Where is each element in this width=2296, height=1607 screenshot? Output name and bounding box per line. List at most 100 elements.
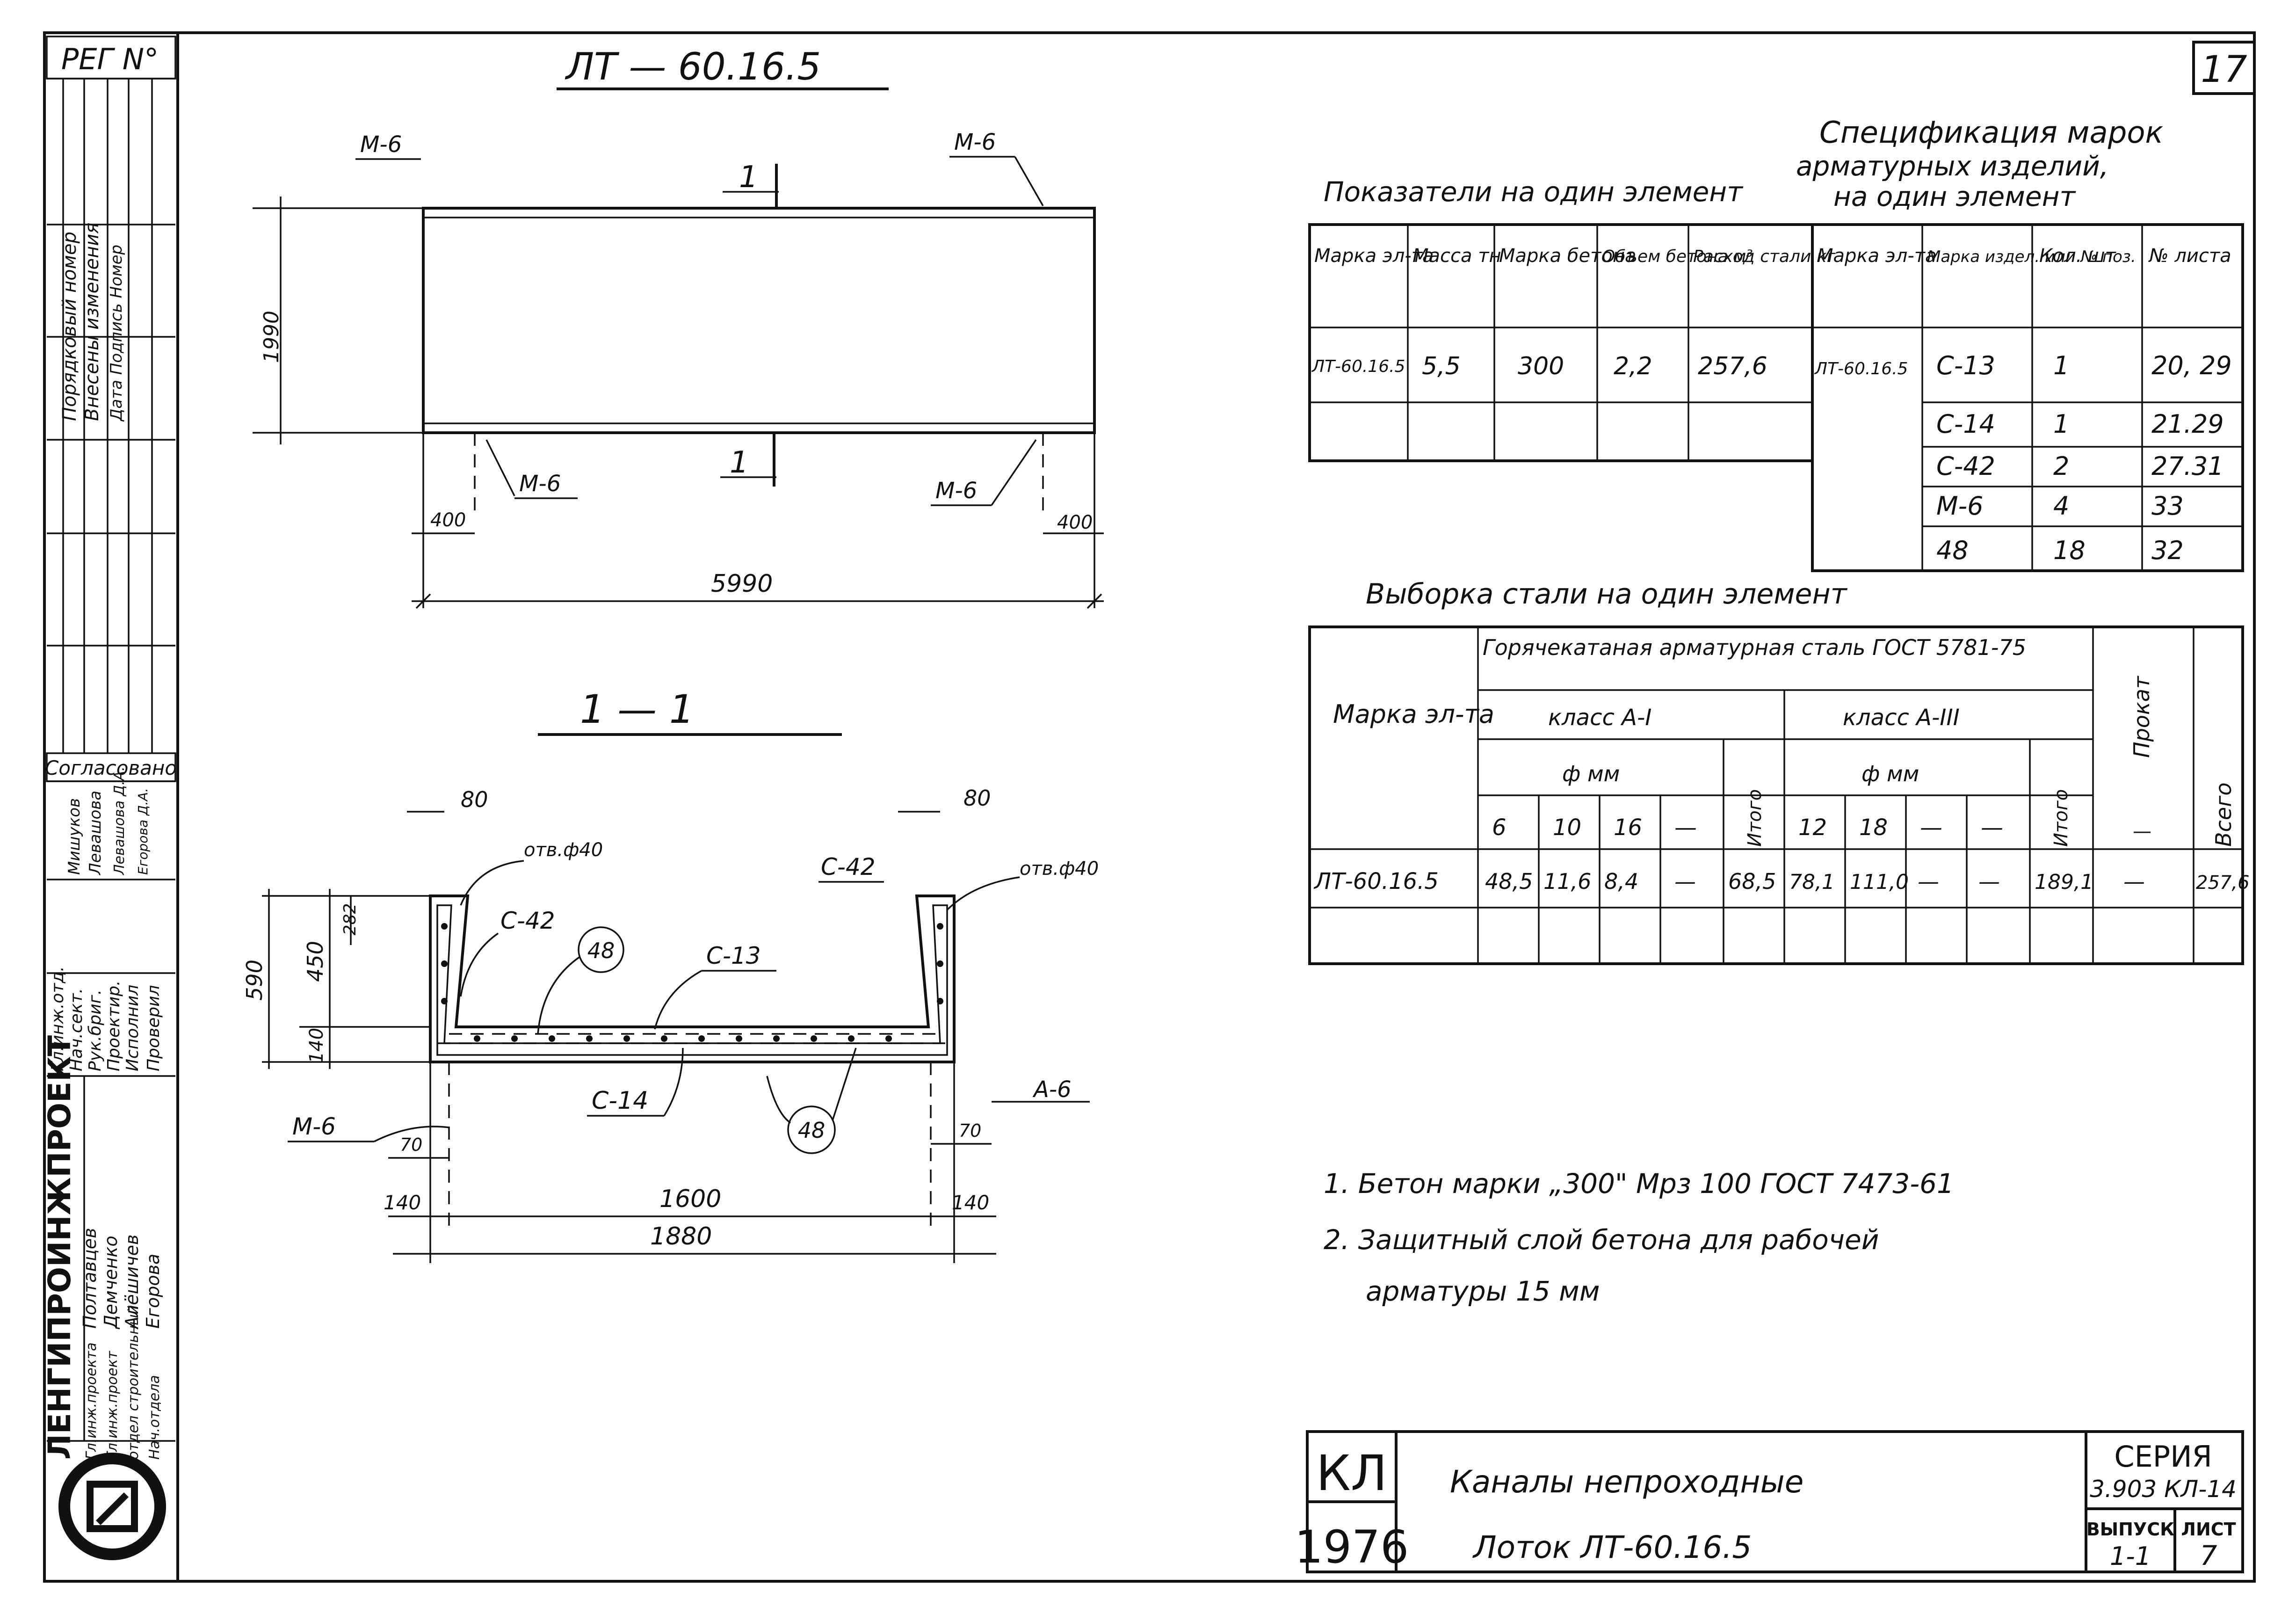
steel-diam-a3-3: — bbox=[1981, 814, 2003, 841]
stamp-series-label: СЕРИЯ bbox=[2114, 1440, 2212, 1474]
steel-phi-a3: ф мм bbox=[1861, 761, 1919, 786]
steel-row-cell-5: 68,5 bbox=[1728, 869, 1776, 894]
stamp-sheet-value: 7 bbox=[2200, 1540, 2217, 1571]
rev-col-3: Дата Подпись Номер bbox=[107, 245, 126, 422]
agreed-label: Согласовано bbox=[45, 756, 177, 779]
sec-dim140: 140 bbox=[306, 1028, 327, 1063]
sec-c42-right: С-42 bbox=[821, 853, 876, 880]
sec-dim282: 282 bbox=[340, 903, 360, 936]
notes: 1. Бетон марки „300" Мрз 100 ГОСТ 7473-6… bbox=[1324, 1168, 1954, 1307]
note-3: арматуры 15 мм bbox=[1366, 1275, 1600, 1307]
org-sub-4: Нач.отдела bbox=[146, 1375, 163, 1460]
section-title: 1 — 1 bbox=[580, 686, 694, 732]
stamp-code: КЛ bbox=[1316, 1445, 1387, 1502]
steel-vsego: Всего bbox=[2211, 783, 2236, 847]
role-1: Гл.инж.отд. bbox=[48, 966, 67, 1071]
plan-width-dim: 1990 bbox=[260, 311, 283, 363]
stamp-year: 1976 bbox=[1295, 1521, 1409, 1573]
sec-dim140-left: 140 bbox=[384, 1191, 421, 1214]
spec-cell-r1-c2: 21.29 bbox=[2151, 409, 2224, 439]
ind-h-obem: Объем бетона м³ bbox=[1602, 247, 1753, 266]
steel-marka: Марка эл-та bbox=[1333, 699, 1494, 729]
sec-dim70-right: 70 bbox=[959, 1120, 981, 1141]
section-view: 1 — 1 80 80 отв.ф40 отв.ф40 С-42 С-42 bbox=[242, 686, 1099, 1263]
spec-cell-r0-c1: 1 bbox=[2053, 351, 2069, 380]
role-name-1: Полтавцев bbox=[80, 1228, 100, 1329]
role-name-3: Алёшичев bbox=[122, 1235, 142, 1330]
spec-cell-r3-c2: 33 bbox=[2151, 491, 2184, 521]
spec-table: Спецификация марок арматурных изделий, н… bbox=[1796, 116, 2244, 572]
indicators-title: Показатели на один элемент bbox=[1324, 176, 1744, 208]
steel-row-cell-4: — bbox=[1674, 869, 1696, 894]
role-name-2: Демченко bbox=[101, 1236, 121, 1330]
sec-dim590: 590 bbox=[242, 960, 267, 1001]
plan-dim-400-left: 400 bbox=[430, 509, 466, 531]
ind-v-marka: ЛТ-60.16.5 bbox=[1311, 357, 1405, 376]
steel-row-cell-6: 78,1 bbox=[1789, 870, 1835, 894]
spec-h-list: № листа bbox=[2148, 245, 2231, 267]
sec-hole-left: отв.ф40 bbox=[524, 839, 603, 861]
steel-diam-a3-0: 12 bbox=[1798, 814, 1827, 841]
spec-cell-r3-c0: М-6 bbox=[1936, 491, 1983, 521]
plan-m6-bottom-right: М-6 bbox=[935, 478, 977, 504]
spec-h-izdel: Марка издел. или № поз. bbox=[1927, 247, 2136, 266]
steel-itogo-a3: Итого bbox=[2050, 789, 2072, 847]
stamp-issue-label: ВЫПУСК bbox=[2086, 1519, 2174, 1540]
steel-class-a3: класс А-III bbox=[1843, 705, 1960, 731]
rebar-dots bbox=[441, 923, 943, 1042]
spec-title-2: арматурных изделий, bbox=[1796, 150, 2108, 182]
steel-diam-a3-1: 18 bbox=[1859, 814, 1888, 841]
spec-cell-r1-c0: С-14 bbox=[1936, 409, 1995, 439]
rev-col-1: Порядковый номер bbox=[59, 232, 80, 421]
steel-row-cell-12: 257,6 bbox=[2196, 872, 2250, 894]
spec-cell-r4-c2: 32 bbox=[2151, 536, 2184, 565]
sec-pos48-bottom-marker bbox=[787, 1105, 836, 1154]
steel-row-cell-8: — bbox=[1918, 869, 1939, 894]
sec-dim1600: 1600 bbox=[659, 1185, 721, 1213]
steel-row-cell-11: — bbox=[2123, 869, 2145, 894]
sec-c14: С-14 bbox=[592, 1087, 648, 1115]
steel-row-cell-7: 111,0 bbox=[1850, 870, 1909, 894]
steel-group-header: Горячекатаная арматурная сталь ГОСТ 5781… bbox=[1483, 635, 2026, 660]
spec-element: ЛТ-60.16.5 bbox=[1814, 359, 1908, 378]
ind-v-rashod: 257,6 bbox=[1698, 352, 1767, 380]
org-sub-3: отдел строительный bbox=[125, 1305, 142, 1460]
spec-cell-r1-c1: 1 bbox=[2053, 409, 2069, 439]
org-sub-1: Гл.инж.проекта bbox=[83, 1342, 100, 1460]
sec-dim1880: 1880 bbox=[650, 1222, 712, 1251]
stamp-series-value: 3.903 КЛ-14 bbox=[2090, 1476, 2237, 1503]
plan-m6-top-right: М-6 bbox=[954, 129, 996, 155]
rev-col-2: Внесены изменения bbox=[81, 223, 103, 421]
agreed-name-1: Мишуков bbox=[65, 798, 84, 875]
steel-row-cell-3: 8,4 bbox=[1604, 869, 1638, 894]
ind-h-rashod: Расход стали кг bbox=[1693, 247, 1836, 266]
plan-m6-bottom-left: М-6 bbox=[519, 471, 561, 497]
plan-title: ЛТ — 60.16.5 bbox=[565, 45, 821, 88]
stamp-title: Каналы непроходные bbox=[1450, 1464, 1803, 1500]
spec-title-3: на один элемент bbox=[1833, 181, 2076, 212]
sec-dim450: 450 bbox=[303, 941, 328, 982]
spec-cell-r3-c1: 4 bbox=[2053, 491, 2069, 521]
steel-row-cell-1: 48,5 bbox=[1485, 869, 1533, 894]
note-2: 2. Защитный слой бетона для рабочей bbox=[1324, 1224, 1879, 1256]
sec-a6: А-6 bbox=[1032, 1076, 1072, 1103]
spec-title-1: Спецификация марок bbox=[1819, 116, 2164, 150]
ind-v-massa: 5,5 bbox=[1422, 352, 1461, 380]
ind-h-marka: Марка эл-та bbox=[1314, 245, 1434, 267]
org-logo-icon bbox=[58, 1453, 166, 1560]
spec-cell-r0-c0: С-13 bbox=[1936, 351, 1995, 380]
steel-prokat: Прокат bbox=[2129, 676, 2154, 758]
role-6: Проверил bbox=[144, 985, 163, 1071]
plan-section-top: 1 bbox=[739, 160, 758, 195]
role-name-4: Егорова bbox=[143, 1254, 163, 1329]
agreed-name-4: Егорова Д.А. bbox=[135, 788, 151, 875]
sec-dim140-right: 140 bbox=[952, 1191, 989, 1214]
steel-prokat-dash: — bbox=[2133, 821, 2151, 842]
steel-diam-a1-3: — bbox=[1674, 814, 1697, 841]
sec-c42-left: С-42 bbox=[500, 907, 555, 934]
steel-table: Выборка стали на один элемент Горячеката… bbox=[1308, 578, 2250, 965]
ind-h-beton: Марка бетона bbox=[1499, 245, 1637, 267]
